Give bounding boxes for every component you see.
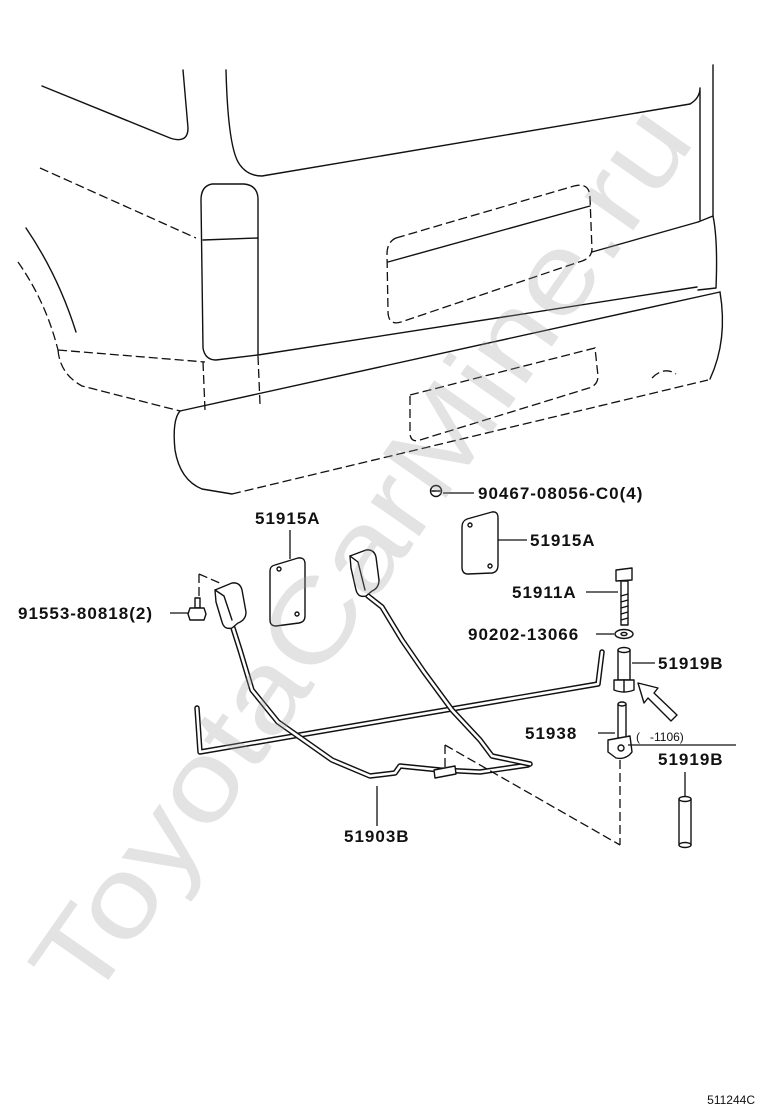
pad-right: 51915A [461, 511, 596, 575]
carrier-left-hanger [214, 582, 247, 630]
lock-bracket-hole [617, 744, 625, 752]
license-plate-recess [386, 184, 593, 324]
washer-hole [620, 631, 628, 637]
back-door-right-curve [689, 87, 701, 221]
right-tail-lamp [697, 215, 718, 291]
washer-part-number: 90202-13066 [468, 625, 579, 644]
stopper-pin: 51919B [613, 646, 724, 693]
side-panel-crease [39, 167, 197, 239]
bolt-threads [620, 593, 629, 621]
clip-screw: 90467-08056-C0(4) [429, 484, 643, 503]
hanger-bolt-shaft [194, 597, 201, 609]
alternate-pin-top [678, 795, 692, 803]
alternate-range-label: ( -1106) [636, 730, 684, 744]
illustration-number: 511244C [707, 1093, 755, 1107]
view-arrow-icon [637, 682, 678, 722]
hanger-bolt-part-number: 91553-80818(2) [18, 604, 153, 623]
bumper-vertical-left [202, 361, 206, 411]
carrier-part-number: 51903B [344, 827, 410, 846]
carrier-crossbar-inner [195, 650, 604, 754]
lock-assembly: 51938 [525, 701, 633, 845]
pad-right-shape [461, 511, 499, 575]
hanger-bolt-head [187, 607, 207, 621]
carrier-right-arm [365, 593, 533, 767]
carrier-guide-line [444, 744, 621, 846]
pin-part-number: 51919B [658, 654, 724, 673]
lock-part-number: 51938 [525, 724, 577, 743]
washer: 90202-13066 [468, 625, 634, 644]
left-tail-lamp [200, 183, 259, 361]
bolt-head [615, 567, 633, 582]
roof-rail-line [41, 69, 189, 141]
bumper-side-top [57, 349, 181, 412]
bumper-left-end [173, 410, 233, 495]
tail-lamp-divider [202, 237, 259, 241]
carrier-left-hanger-face [214, 589, 233, 621]
pad-right-hole-bottom [487, 563, 493, 569]
alternate-pin-group: ( -1106) 51919B [628, 730, 736, 849]
pin-top [617, 646, 631, 654]
bumper-side-line [57, 349, 206, 363]
screw-part-number: 90467-08056-C0(4) [478, 484, 643, 503]
carrier-right-hanger-face [349, 555, 366, 591]
watermark: ToyotaCarMine.ru [6, 82, 716, 1022]
pad-left: 51915A [255, 509, 321, 627]
back-door-outline [225, 69, 691, 177]
pad-left-shape [269, 557, 306, 627]
bumper-vertical-mid [257, 355, 261, 405]
pad-right-hole-top [467, 522, 473, 528]
wheel-arch-outer [25, 227, 77, 333]
bumper-top-line [179, 291, 721, 412]
back-door-lower-edge [257, 286, 698, 356]
alternate-pin-part-number: 51919B [658, 750, 724, 769]
hanger-bolt: 91553-80818(2) [18, 573, 223, 623]
wheel-arch-inner [17, 261, 59, 351]
pad-left-part-number: 51915A [255, 509, 321, 528]
alternate-pin-bottom [678, 841, 692, 849]
lock-shaft [617, 703, 627, 741]
bolt-part-number: 51911A [512, 583, 577, 602]
license-plate-inner-edge [387, 205, 591, 263]
carrier-center-plate [433, 765, 457, 779]
step-recess [409, 347, 599, 442]
vehicle-rear-body [17, 64, 724, 495]
pad-left-hole-top [276, 566, 282, 572]
bumper-lamp-arc [651, 370, 677, 379]
pad-left-hole-bottom [294, 611, 300, 617]
pad-right-part-number: 51915A [530, 531, 596, 550]
bolt-shaft [620, 580, 629, 626]
spare-wheel-carrier: 51903B [194, 549, 621, 846]
carrier-right-arm-inner [366, 594, 532, 766]
lock-shaft-top [617, 701, 627, 707]
bumper-right-end [709, 291, 724, 380]
bumper-bottom-line [231, 379, 709, 495]
pin-body [617, 649, 631, 681]
alternate-pin-body [678, 798, 692, 846]
hanger-bolt-guide-top [198, 573, 223, 585]
carrier-bolt: 51911A [512, 567, 633, 626]
back-door-crease [591, 221, 699, 253]
